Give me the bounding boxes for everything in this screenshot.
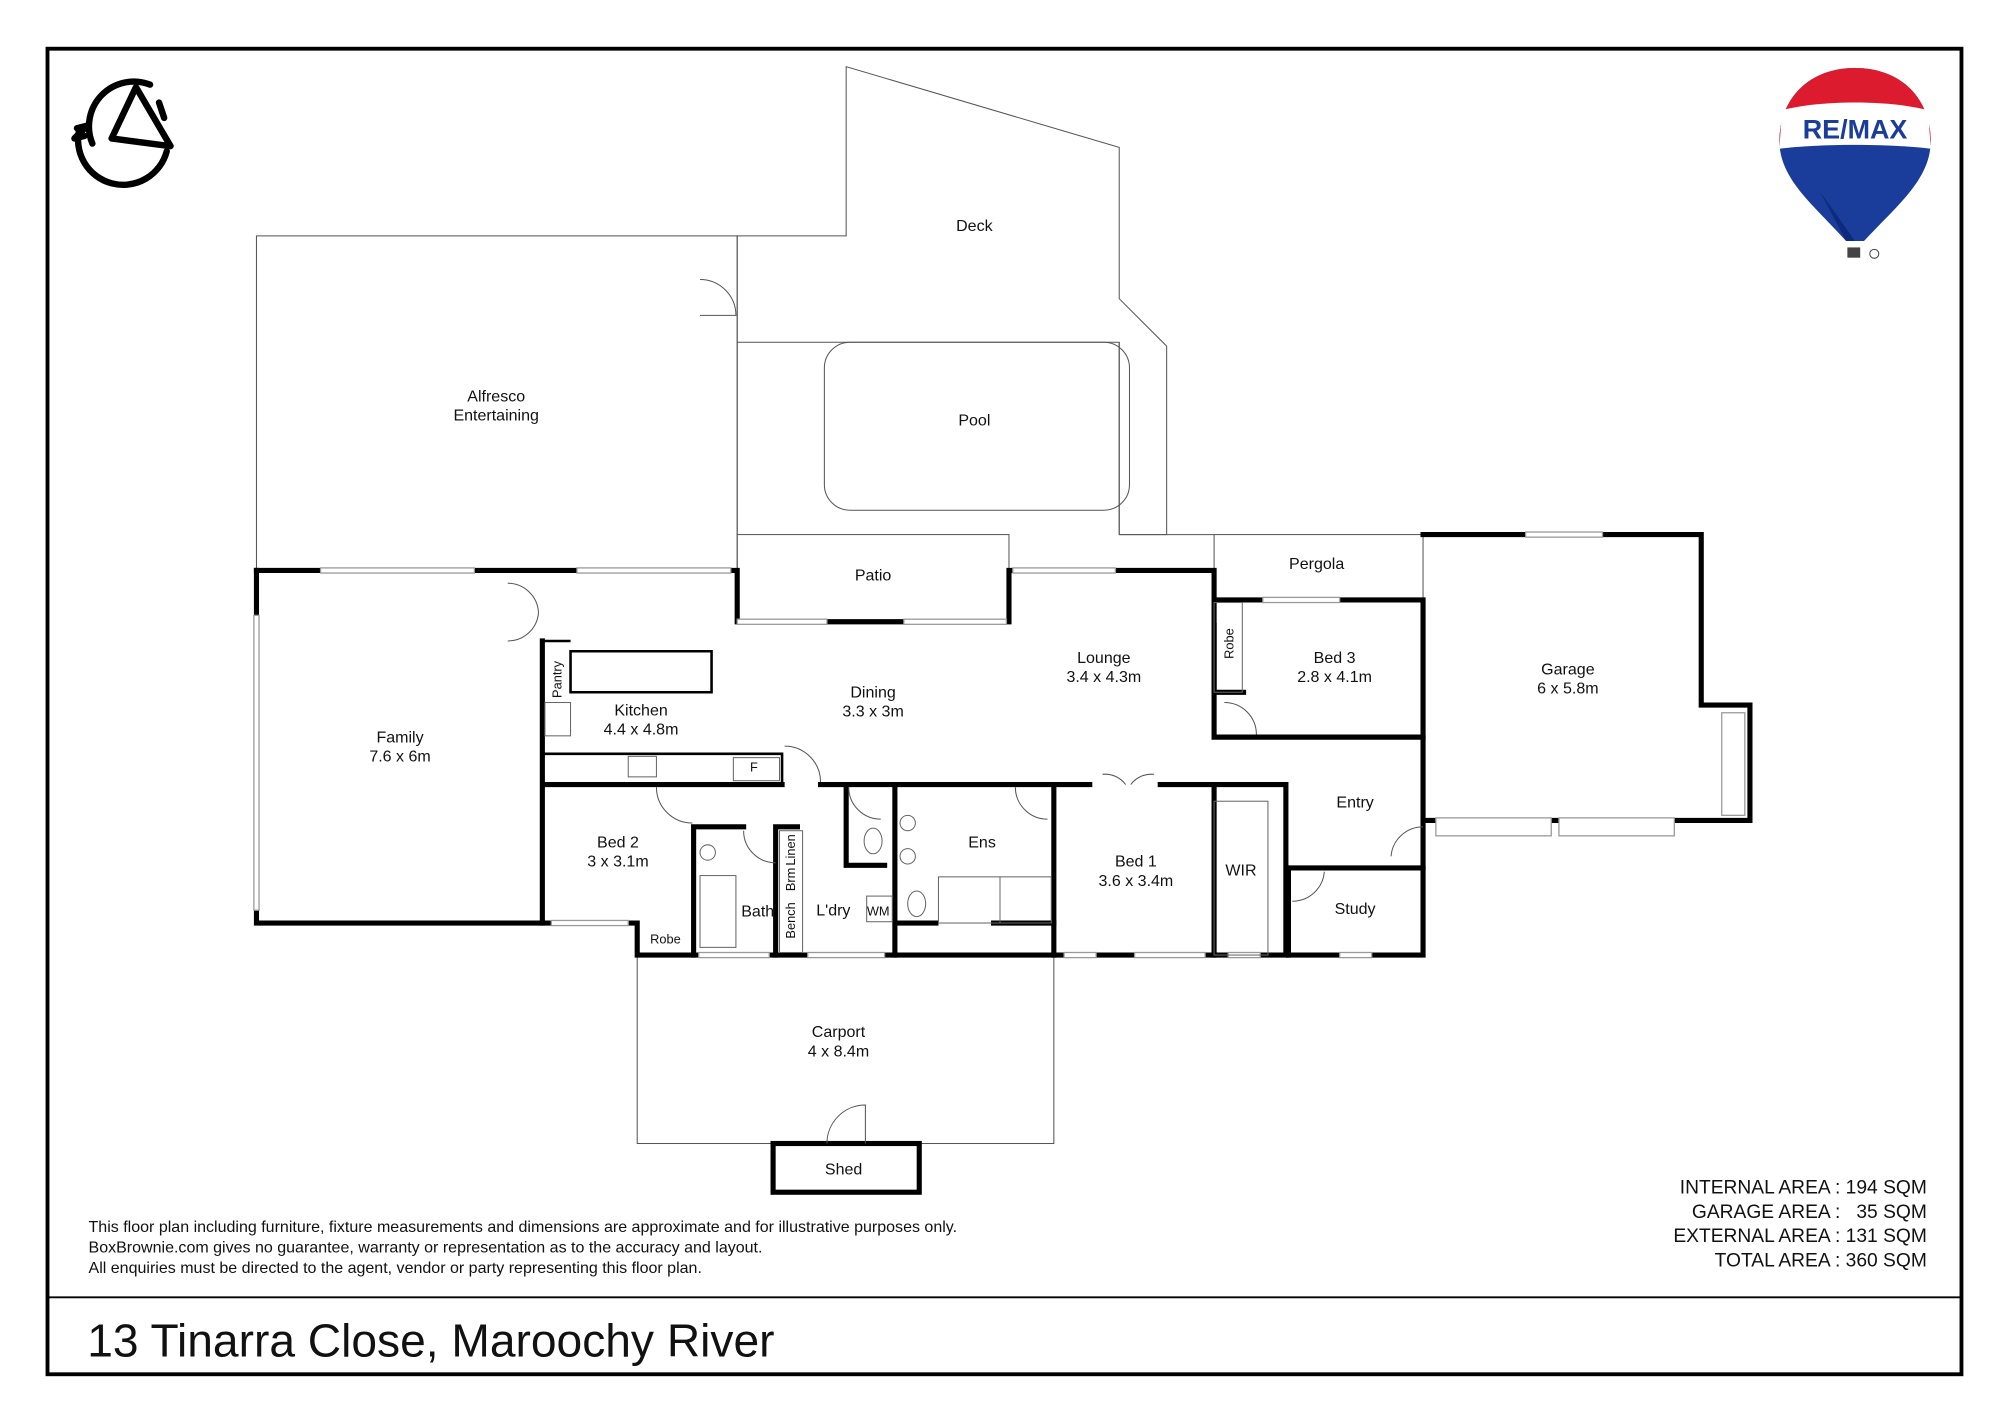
label-study: Study — [1335, 900, 1376, 918]
size-dining: 3.3 x 3m — [842, 703, 903, 721]
label-dining: Dining — [850, 683, 895, 701]
garage-area: GARAGE AREA : 35 SQM — [1692, 1202, 1927, 1223]
walls — [253, 532, 1753, 1195]
external-area: EXTERNAL AREA : 131 SQM — [1673, 1226, 1927, 1247]
label-carport: Carport — [812, 1023, 866, 1041]
bathtub — [699, 875, 737, 948]
label-bed1: Bed 1 — [1115, 853, 1157, 871]
size-garage: 6 x 5.8m — [1537, 680, 1598, 698]
label-bed2: Bed 2 — [597, 833, 639, 851]
windows — [253, 531, 1746, 959]
label-entry: Entry — [1336, 794, 1373, 812]
external-areas — [255, 65, 1424, 1145]
label-pergola: Pergola — [1289, 555, 1344, 573]
label-alfresco: Alfresco — [467, 387, 525, 405]
disclaimer-line: All enquiries must be directed to the ag… — [89, 1259, 702, 1277]
remax-logo: RE/MAX — [1779, 67, 1931, 259]
label-ens: Ens — [968, 833, 996, 851]
area-summary: INTERNAL AREA : 194 SQM GARAGE AREA : 35… — [1673, 1178, 1927, 1272]
label-wir: WIR — [1225, 862, 1256, 880]
label-brm: Brm — [783, 868, 798, 891]
label-bench: Bench — [783, 902, 798, 938]
size-lounge: 3.4 x 4.3m — [1066, 668, 1141, 686]
label-bed3: Bed 3 — [1314, 649, 1356, 667]
doors — [507, 582, 1424, 1144]
internal-area: INTERNAL AREA : 194 SQM — [1680, 1178, 1927, 1199]
pool-outline — [823, 341, 1130, 511]
room-labels: Deck Alfresco Entertaining Pool Patio Pe… — [369, 217, 1598, 1179]
label-wm: WM — [867, 903, 890, 918]
label-laundry: L'dry — [816, 901, 850, 919]
label-robe-bed2: Robe — [650, 932, 681, 947]
basin — [699, 844, 716, 861]
disclaimer-line: This floor plan including furniture, fix… — [89, 1218, 958, 1236]
total-area: TOTAL AREA : 360 SQM — [1715, 1251, 1927, 1272]
label-patio: Patio — [855, 567, 892, 585]
label-family: Family — [376, 728, 423, 746]
label-pantry: Pantry — [550, 660, 565, 698]
size-bed3: 2.8 x 4.1m — [1297, 668, 1372, 686]
label-fridge: F — [750, 760, 758, 775]
size-kitchen: 4.4 x 4.8m — [604, 721, 679, 739]
label-lounge: Lounge — [1077, 649, 1131, 667]
size-family: 7.6 x 6m — [369, 747, 430, 765]
disclaimer: This floor plan including furniture, fix… — [89, 1218, 958, 1277]
disclaimer-line: BoxBrownie.com gives no guarantee, warra… — [89, 1238, 763, 1256]
label-alfresco-2: Entertaining — [453, 406, 538, 424]
size-carport: 4 x 8.4m — [808, 1042, 869, 1060]
boxbrownie-logo — [71, 78, 174, 189]
fixtures — [544, 602, 1269, 956]
page-frame — [45, 46, 1964, 1377]
label-deck: Deck — [956, 217, 993, 235]
label-garage: Garage — [1541, 660, 1595, 678]
label-robe-bed3: Robe — [1221, 628, 1236, 659]
label-bath: Bath — [741, 903, 774, 921]
property-address: 13 Tinarra Close, Maroochy River — [87, 1314, 774, 1366]
size-bed1: 3.6 x 3.4m — [1098, 872, 1173, 890]
size-bed2: 3 x 3.1m — [587, 853, 648, 871]
label-pool: Pool — [958, 412, 990, 430]
deck-outline — [736, 65, 1168, 536]
label-shed: Shed — [825, 1160, 862, 1178]
label-linen: Linen — [783, 834, 798, 865]
label-kitchen: Kitchen — [614, 701, 667, 719]
svg-text:RE/MAX: RE/MAX — [1803, 114, 1908, 144]
